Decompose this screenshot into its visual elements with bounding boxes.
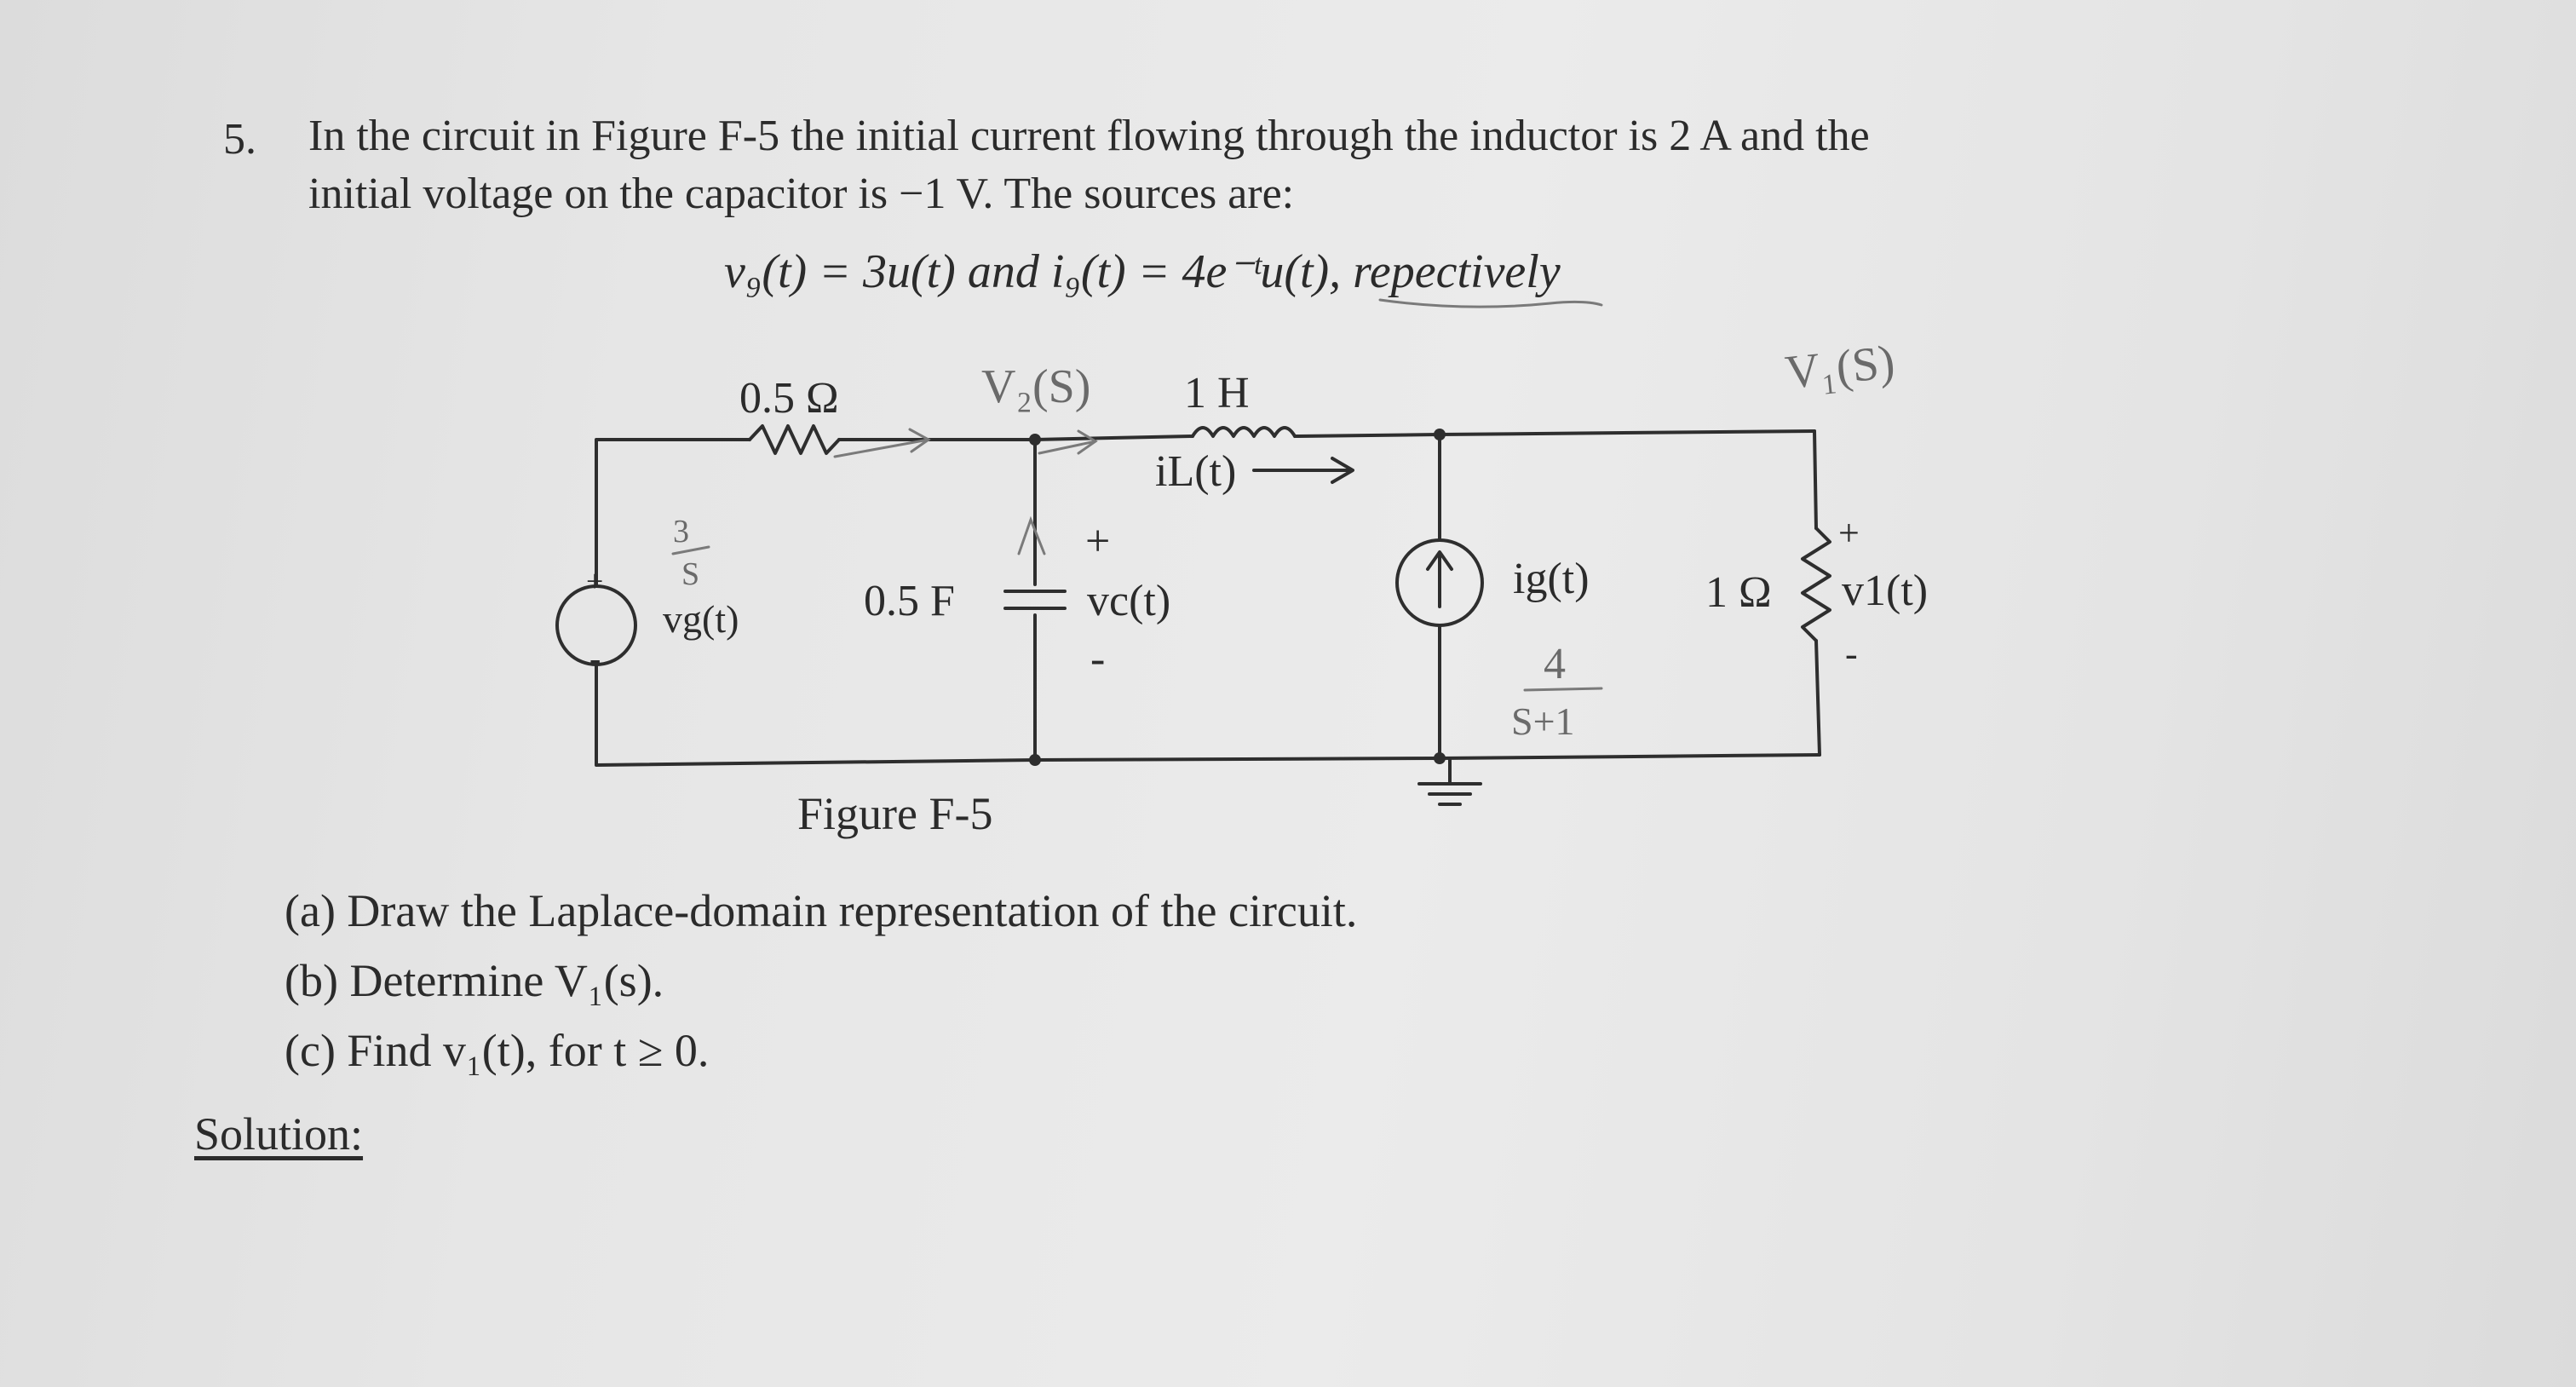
resistor-1-zigzag: [1801, 527, 1831, 642]
wire-top-right: [1293, 429, 1816, 438]
capacitor-plus-sign: +: [1085, 517, 1110, 566]
inductor-current-label: iL(t): [1155, 447, 1236, 496]
resistor-series-label: 0.5 Ω: [739, 374, 839, 423]
problem-text-line-1: In the circuit in Figure F-5 the initial…: [308, 112, 1870, 160]
figure-caption: Figure F-5: [797, 788, 993, 839]
handwritten-vg-numerator: 3: [673, 514, 689, 550]
question-item: (a) Draw the Laplace-domain representati…: [285, 885, 1358, 936]
wire-top-left: [595, 438, 751, 588]
inductor-label: 1 H: [1184, 369, 1250, 417]
handwritten-node-v1: V₁(S): [1783, 336, 1897, 400]
capacitor-voltage-label: vc(t): [1087, 577, 1170, 625]
wire-right-upper: [1813, 429, 1818, 530]
current-source-arrowhead: [1426, 550, 1453, 571]
wire-right-lower: [1814, 639, 1821, 757]
load-plus-sign: +: [1838, 512, 1860, 554]
load-resistor-label: 1 Ω: [1705, 568, 1772, 617]
current-source-label: ig(t): [1513, 555, 1590, 603]
voltage-source-label: vg(t): [663, 597, 739, 641]
handwritten-ig-denominator: S+1: [1511, 699, 1575, 743]
wire-top-mid: [837, 435, 1194, 441]
handwritten-vg-fraction-bar: [671, 545, 710, 555]
sources-equation: v₉(t) = 3u(t) and i₉(t) = 4e⁻ᵗu(t), repe…: [724, 245, 1561, 298]
vsource-plus-sign: +: [586, 564, 603, 598]
handwritten-node-v2: V₂(S): [981, 360, 1090, 413]
handwritten-fraction-bar: [1523, 687, 1603, 692]
handwritten-vg-denominator: S: [681, 556, 699, 592]
junction-dot: [1029, 434, 1041, 446]
junction-dot: [1029, 754, 1041, 766]
question-list: (a) Draw the Laplace-domain representati…: [285, 876, 1357, 1085]
wire-bottom: [595, 663, 1821, 767]
junction-dot: [1434, 752, 1446, 764]
problem-number: 5.: [223, 115, 256, 164]
handwritten-underline: [1378, 298, 1603, 308]
voltage-source-circle: [555, 584, 637, 666]
handwritten-current-arrow: [1038, 440, 1097, 455]
junction-dot: [1434, 429, 1446, 440]
question-item: (c) Find v₁(t), for t ≥ 0.: [285, 1025, 710, 1076]
vsource-minus-sign: -: [589, 639, 601, 677]
handwritten-current-arrowhead: [908, 428, 931, 453]
capacitor-minus-sign: -: [1090, 635, 1105, 683]
capacitor-label: 0.5 F: [864, 577, 955, 625]
resistor-05-zigzag: [748, 424, 841, 455]
question-item: (b) Determine V₁(s).: [285, 955, 664, 1006]
handwritten-cap-current-arrow: [1017, 515, 1046, 555]
handwritten-current-arrow: [833, 438, 930, 458]
handwritten-ig-numerator: 4: [1544, 640, 1566, 688]
problem-text-line-2: initial voltage on the capacitor is −1 V…: [308, 170, 1295, 218]
handwritten-current-arrowhead: [1077, 429, 1098, 455]
inductor-coil: [1191, 426, 1297, 438]
load-voltage-label: v1(t): [1842, 567, 1928, 615]
solution-heading: Solution:: [194, 1108, 364, 1160]
load-minus-sign: -: [1845, 633, 1858, 675]
il-arrowhead: [1331, 457, 1354, 484]
